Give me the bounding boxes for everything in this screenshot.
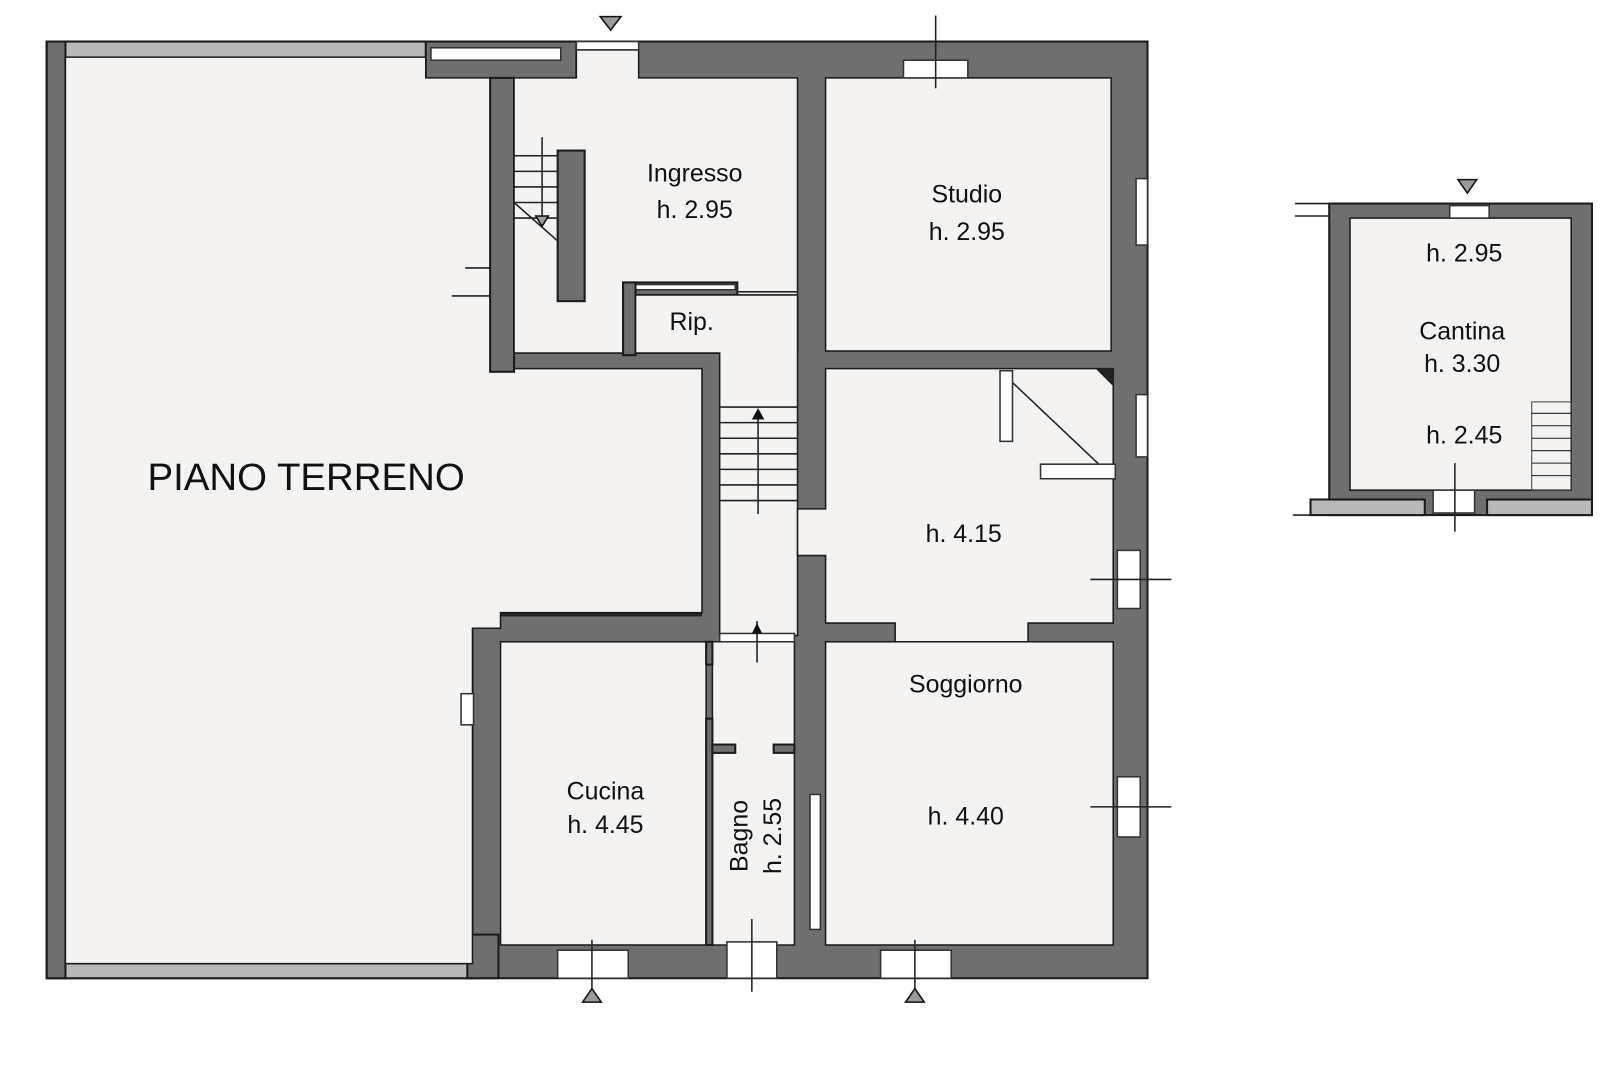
entrance-door[interactable] bbox=[575, 40, 640, 51]
ripostiglio-label: Rip. bbox=[669, 308, 713, 336]
studio-label: Studio bbox=[931, 180, 1002, 208]
rip-wall-left bbox=[622, 281, 637, 357]
studio-height: h. 2.95 bbox=[929, 218, 1005, 246]
wall-ingresso-left bbox=[489, 76, 516, 373]
window-soggiorno bbox=[879, 949, 953, 980]
window-central-side bbox=[1135, 393, 1149, 458]
stair-cantina bbox=[1531, 401, 1572, 491]
rip-shelf bbox=[632, 283, 737, 291]
room-cantina bbox=[1349, 217, 1572, 491]
entrance-arrow-icon bbox=[598, 15, 623, 32]
bagno-height: h. 2.55 bbox=[759, 798, 787, 874]
door-leaf bbox=[999, 369, 1014, 443]
stair-wall bbox=[556, 149, 586, 303]
central-room-height: h. 4.15 bbox=[926, 520, 1002, 548]
room-bagno bbox=[711, 640, 796, 946]
main-building: PIANO TERRENO Ingresso h. 2.95 Studio h.… bbox=[45, 15, 1172, 1003]
room-cucina bbox=[499, 640, 707, 946]
cantina-label: Cantina bbox=[1419, 318, 1505, 346]
cantina-height-bottom: h. 2.45 bbox=[1426, 421, 1502, 449]
entrance-arrow-icon bbox=[1456, 178, 1479, 195]
cantina-height-top: h. 2.95 bbox=[1426, 240, 1502, 268]
cucina-label: Cucina bbox=[567, 778, 645, 806]
stair-down-arrow-icon bbox=[534, 215, 550, 228]
room-studio bbox=[824, 77, 1112, 352]
stair-ingresso bbox=[513, 137, 559, 242]
ingresso-label: Ingresso bbox=[647, 160, 743, 188]
cantina-building: h. 2.95 Cantina h. 3.30 h. 2.45 bbox=[1292, 178, 1594, 532]
entrance-arrow-icon bbox=[581, 987, 603, 1003]
room-soggiorno bbox=[824, 640, 1115, 946]
window bbox=[430, 46, 562, 62]
ingresso-height: h. 2.95 bbox=[657, 196, 733, 224]
window-small bbox=[460, 692, 475, 726]
room-central bbox=[796, 367, 1115, 643]
stair-up-arrow-icon bbox=[751, 408, 765, 420]
cucina-height: h. 4.45 bbox=[567, 811, 643, 839]
stair-corridor bbox=[719, 406, 798, 515]
soggiorno-label: Soggiorno bbox=[909, 671, 1023, 699]
window-cantina bbox=[1448, 204, 1490, 219]
window-cucina bbox=[556, 949, 630, 980]
room-piano-terreno bbox=[64, 56, 703, 965]
soggiorno-height: h. 4.40 bbox=[928, 803, 1004, 831]
door-leaf bbox=[1039, 463, 1117, 480]
cantina-height: h. 3.30 bbox=[1424, 350, 1500, 378]
window-cantina-bottom bbox=[1432, 489, 1476, 514]
left-wall bbox=[45, 40, 67, 980]
door-leaf bbox=[809, 793, 822, 931]
entrance-arrow-icon bbox=[904, 987, 926, 1003]
bagno-label: Bagno bbox=[726, 800, 754, 872]
floor-title: PIANO TERRENO bbox=[147, 456, 464, 499]
window-studio-side bbox=[1135, 177, 1149, 246]
